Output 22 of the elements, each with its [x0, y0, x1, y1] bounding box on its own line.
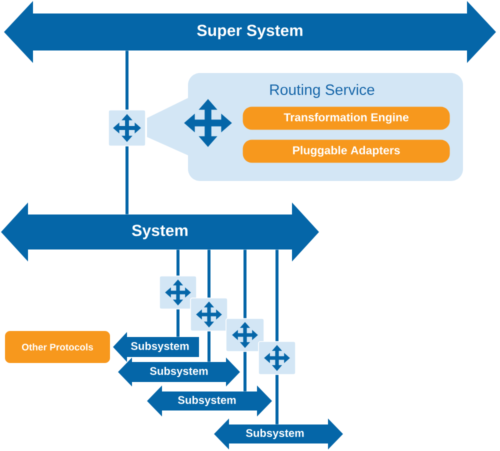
- double-arrow-band: Subsystem: [214, 418, 343, 450]
- connector-line: [208, 250, 210, 298]
- double-arrow-band: Subsystem: [113, 332, 199, 362]
- connector-line: [208, 331, 210, 362]
- label-box: Other Protocols: [5, 331, 110, 363]
- router-box: [108, 110, 146, 146]
- double-arrow-band: Subsystem: [147, 386, 272, 416]
- double-arrow-band: System: [1, 202, 319, 262]
- connector-line: [176, 250, 180, 276]
- connector-line: [176, 309, 180, 337]
- router-box: [258, 341, 296, 375]
- connector-line: [244, 352, 246, 392]
- connector-line: [276, 250, 278, 342]
- double-arrow-band: Super System: [4, 1, 496, 63]
- connector-line: [244, 250, 246, 318]
- router-box: [190, 298, 228, 332]
- connector-line: [276, 374, 278, 424]
- router-box: [226, 318, 264, 352]
- connector-line: [126, 50, 128, 110]
- double-arrow-band: Subsystem: [118, 358, 240, 386]
- router-box: [159, 276, 197, 310]
- connector-line: [126, 146, 128, 214]
